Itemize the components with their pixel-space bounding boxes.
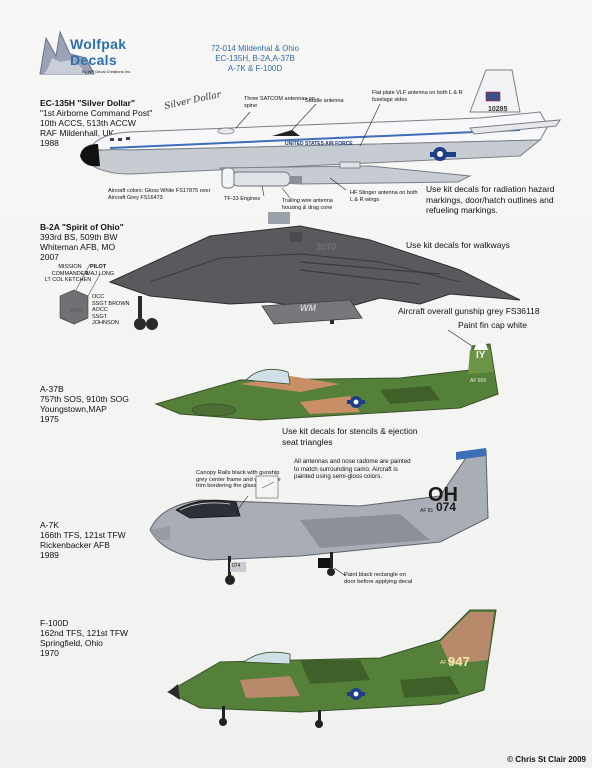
ec135-note-satcom: Three SATCOM antennas on spine bbox=[244, 96, 315, 109]
b2-crew-line4: SSGT JOHNSON bbox=[92, 313, 119, 327]
b2-mc-name: LT COL KETCHEN bbox=[44, 277, 92, 283]
f100-title: F-100D bbox=[40, 618, 69, 628]
brand-line1: Wolfpak bbox=[70, 36, 127, 52]
a37-title: A-37B bbox=[40, 384, 64, 394]
ec135-serial: 10285 bbox=[488, 106, 508, 113]
b2-line2: 393rd BS, 509th BW bbox=[40, 232, 118, 242]
a37-note-stencils: Use kit decals for stencils & ejection s… bbox=[282, 426, 418, 447]
ec135-note-kit: Use kit decals for radiation hazard mark… bbox=[426, 184, 555, 215]
brand-line2: Decals bbox=[70, 52, 117, 68]
a7-tail-serial: 074 bbox=[436, 500, 457, 514]
b2-crew-line1: OCC bbox=[92, 294, 105, 300]
a7-tail-code: OH bbox=[428, 484, 458, 506]
b2-mc-label: MISSION COMMANDER bbox=[51, 264, 89, 277]
wolfpak-logo bbox=[36, 28, 126, 78]
ec135-fuselage-text: UNITED STATES AIR FORCE bbox=[285, 141, 353, 147]
a37-tail-code: IY bbox=[476, 350, 486, 361]
b2-aircraft bbox=[59, 225, 521, 330]
ec135-note-vlf: Flat plate VLF antenna on both L & R fus… bbox=[372, 90, 463, 103]
f100-line2: 162nd TFS, 121st TFW bbox=[40, 628, 129, 638]
a7-caption: A-7K 166th TFS, 121st TFW Rickenbacker A… bbox=[40, 520, 126, 560]
a7-line2: 166th TFS, 121st TFW bbox=[40, 530, 126, 540]
a7-tail-af: AF 81 bbox=[420, 508, 434, 514]
a7-title: A-7K bbox=[40, 520, 59, 530]
product-line2: EC-135H, B-2A,A-37B bbox=[215, 54, 295, 63]
a37-tail-serial: AF 656 bbox=[470, 378, 487, 384]
ec135-note-saddle: Saddle antenna bbox=[305, 98, 344, 104]
b2-pilot-label: PILOT bbox=[90, 264, 107, 270]
b2-crew-block: OCC SSGT BROWN AOCC SSGT JOHNSON bbox=[92, 294, 132, 327]
product-header: 72-014 Mildenhal & Ohio EC-135H, B-2A,A-… bbox=[200, 44, 310, 74]
a7-note-canopy: Canopy Rails black with gunship grey cen… bbox=[196, 470, 281, 489]
brand-tagline: By WP Decal Creations Inc. bbox=[82, 69, 132, 74]
b2-line3: Whiteman AFB, MO bbox=[40, 242, 116, 252]
a37-line4: 1975 bbox=[40, 414, 59, 424]
f100-line4: 1970 bbox=[40, 648, 59, 658]
f100-tail-serial: 947 bbox=[448, 654, 470, 669]
ec135-note-colors: Aircraft colors: Gloss White FS17875 ove… bbox=[108, 188, 211, 201]
a37-caption: A-37B 757th SOS, 910th SOG Youngstown,MA… bbox=[40, 384, 129, 424]
ec135-line4: RAF Mildenhall, UK bbox=[40, 128, 115, 138]
b2-note-grey: Aircraft overall gunship grey FS36118 bbox=[398, 306, 540, 316]
b2-crew-door-number: 2070 bbox=[70, 308, 83, 314]
ec135-line3: 10th ACCS, 513th ACCW bbox=[40, 118, 136, 128]
a37-note-fin: Paint fin cap white bbox=[458, 320, 527, 330]
a7-line4: 1989 bbox=[40, 550, 59, 560]
b2-door-number: 2070 bbox=[316, 242, 337, 252]
f100-caption: F-100D 162nd TFS, 121st TFW Springfield,… bbox=[40, 618, 128, 658]
b2-crew-line3: AOCC bbox=[92, 307, 108, 313]
f100-tail-af: AF 56 bbox=[440, 660, 454, 666]
a37-line2: 757th SOS, 910th SOG bbox=[40, 394, 129, 404]
a37-aircraft bbox=[154, 329, 499, 421]
ec135-caption: EC-135H "Silver Dollar" "1st Airborne Co… bbox=[40, 98, 152, 148]
wolf-head-icon bbox=[39, 30, 95, 75]
ec135-line5: 1988 bbox=[40, 138, 59, 148]
a7-note-door: Paint black rectangle on door before app… bbox=[344, 572, 413, 585]
ec135-note-hf: HF Stinger antenna on both L & R wings bbox=[350, 190, 418, 203]
f100-line3: Springfield, Ohio bbox=[40, 638, 103, 648]
ec135-note-tf33: TF-33 Engines bbox=[224, 196, 261, 202]
a7-note-antennas: All antennas and nose radome are painted… bbox=[294, 458, 411, 480]
b2-line4: 2007 bbox=[40, 252, 59, 262]
b2-crew-line2: SSGT BROWN bbox=[92, 300, 130, 307]
b2-note-walkways: Use kit decals for walkways bbox=[406, 240, 510, 250]
f100-aircraft bbox=[166, 609, 497, 728]
ec135-note-trailing: Trailing wire antenna housing & drag con… bbox=[282, 198, 333, 211]
product-line1: 72-014 Mildenhal & Ohio bbox=[210, 44, 300, 53]
ec135-title: EC-135H "Silver Dollar" bbox=[40, 98, 135, 108]
a37-line3: Youngstown,MAP bbox=[40, 404, 107, 414]
a7-aircraft bbox=[149, 448, 489, 585]
a7-line3: Rickenbacker AFB bbox=[40, 540, 110, 550]
b2-pilot-name: MAJ LONG bbox=[86, 271, 115, 277]
ec135-aircraft bbox=[80, 69, 561, 224]
copyright-text: © Chris St Clair 2009 bbox=[507, 755, 586, 764]
product-line3: A-7K & F-100D bbox=[227, 64, 283, 73]
b2-caption: B-2A "Spirit of Ohio" 393rd BS, 509th BW… bbox=[40, 222, 124, 262]
ec135-line2: "1st Airborne Command Post" bbox=[40, 108, 153, 118]
b2-title: B-2A "Spirit of Ohio" bbox=[40, 222, 124, 232]
b2-tail-code: WM bbox=[300, 303, 316, 313]
a7-gear-serial: 074 bbox=[232, 563, 241, 569]
